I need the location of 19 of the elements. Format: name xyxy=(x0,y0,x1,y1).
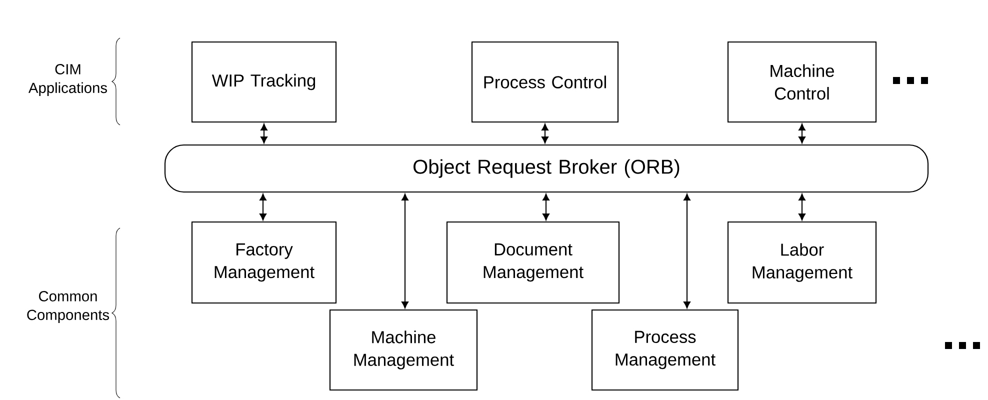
component-box: Process Management xyxy=(591,309,739,391)
arrow xyxy=(798,124,806,144)
component-box: Factory Management xyxy=(191,221,337,304)
arrow xyxy=(542,124,548,144)
broker-bar: Object Request Broker (ORB) xyxy=(164,144,929,193)
arrow xyxy=(260,194,266,220)
component-box: Machine Management xyxy=(329,309,478,391)
arrow xyxy=(542,194,550,220)
component-box: Process Control xyxy=(471,41,619,123)
component-box: Labor Management xyxy=(727,221,877,304)
component-box: Machine Control xyxy=(727,41,877,123)
arrow xyxy=(798,194,806,220)
component-box: Document Management xyxy=(446,221,620,304)
group-label: CIM Applications xyxy=(28,64,107,96)
group-label: Common Components xyxy=(27,291,110,323)
arrow xyxy=(402,194,408,308)
arrow xyxy=(260,124,268,144)
component-box: WIP Tracking xyxy=(191,41,337,123)
arrow xyxy=(684,194,690,308)
